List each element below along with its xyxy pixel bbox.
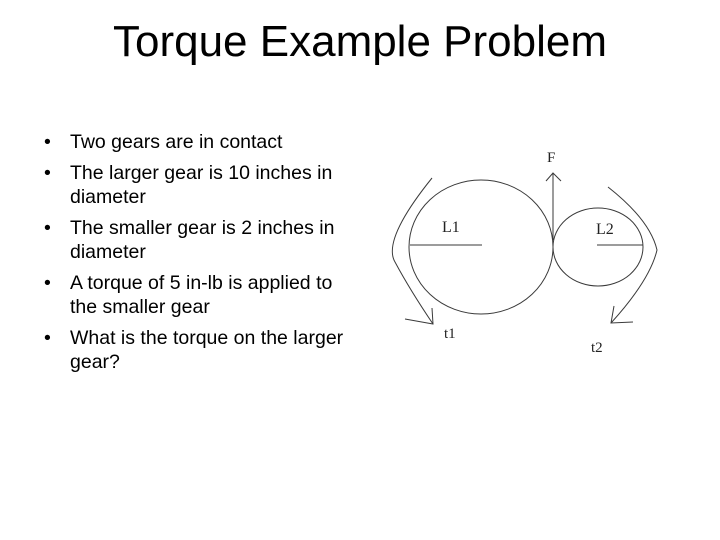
large-radius-label: L1 [442, 219, 460, 236]
bullet-icon: • [44, 326, 51, 349]
small-gear-circle [552, 207, 644, 287]
bullet-text: A torque of 5 in-lb is applied to the sm… [70, 271, 333, 319]
bullet-item: • A torque of 5 in-lb is applied to the … [42, 271, 352, 320]
slide-title: Torque Example Problem [112, 17, 607, 66]
bullet-text: Two gears are in contact [70, 131, 283, 153]
force-arrow-icon [545, 172, 562, 240]
bullet-text: The larger gear is 10 inches in diameter [70, 161, 333, 209]
force-label: F [547, 150, 555, 166]
bullet-text: What is the torque on the larger gear? [70, 326, 344, 374]
bullet-icon: • [44, 271, 51, 294]
bullet-icon: • [44, 216, 51, 239]
bullet-list: • Two gears are in contact • The larger … [42, 130, 352, 381]
bullet-item: • Two gears are in contact [42, 130, 352, 155]
bullet-text: The smaller gear is 2 inches in diameter [70, 216, 335, 264]
bullet-icon: • [44, 131, 51, 153]
bullet-item: • What is the torque on the larger gear? [42, 326, 352, 375]
torque-arrow-t1-icon [391, 177, 434, 325]
small-torque-label: t2 [591, 340, 603, 356]
bullet-item: • The larger gear is 10 inches in diamet… [42, 161, 352, 210]
bullet-icon: • [44, 161, 51, 184]
torque-arrow-t2-icon [607, 186, 658, 324]
large-torque-label: t1 [444, 326, 456, 342]
large-gear-circle [408, 179, 554, 315]
bullet-item: • The smaller gear is 2 inches in diamet… [42, 216, 352, 265]
small-radius-label: L2 [596, 221, 614, 238]
